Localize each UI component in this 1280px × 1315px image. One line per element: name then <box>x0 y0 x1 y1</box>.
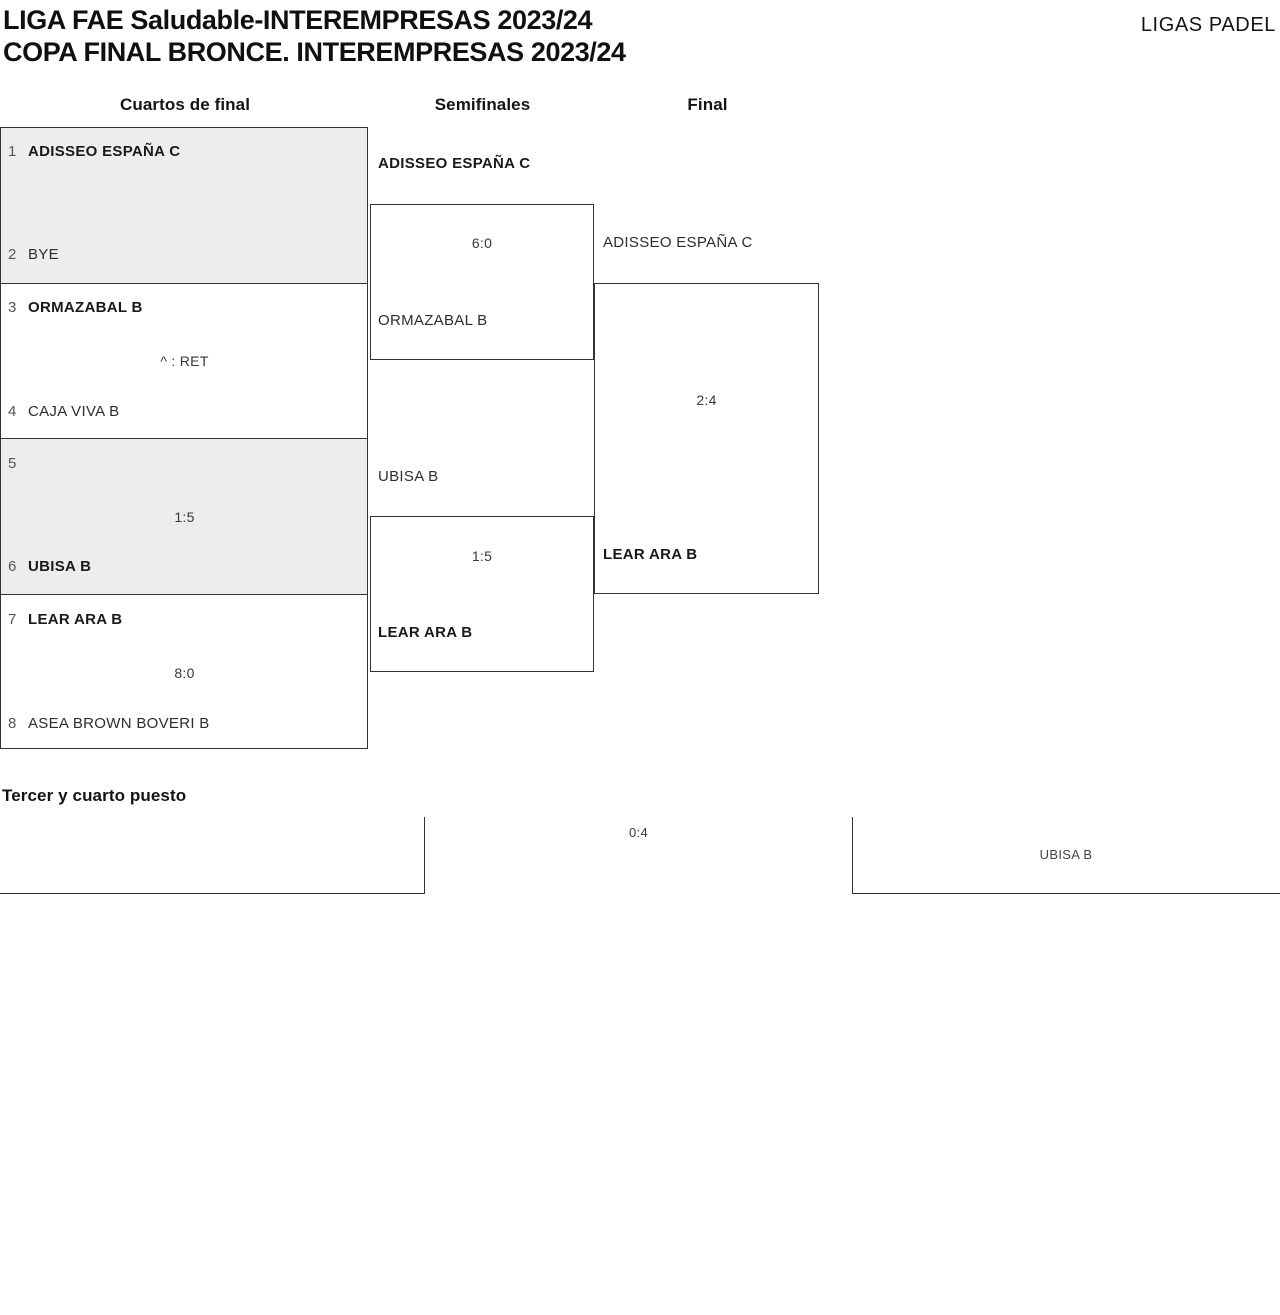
round-header-quarterfinals: Cuartos de final <box>119 95 251 114</box>
third-place-slot1-box <box>0 817 425 894</box>
qf-divider-3 <box>1 594 367 595</box>
qf1-team-row: 2 BYE <box>8 247 59 263</box>
page-title-line2: COPA FINAL BRONCE. INTEREMPRESAS 2023/24 <box>3 37 626 67</box>
qf1-slot1-name: ADISSEO ESPAÑA C <box>28 143 181 160</box>
qf2-slot2-name: CAJA VIVA B <box>28 403 120 420</box>
qf3-slot1-seed: 5 <box>8 455 17 472</box>
qf1-team-row: 1 ADISSEO ESPAÑA C <box>8 144 180 160</box>
qf1-slot1-seed: 1 <box>8 143 17 160</box>
third-place-score: 0:4 <box>629 825 648 840</box>
qf1-slot2-name: BYE <box>28 246 59 263</box>
final-team2-name: LEAR ARA B <box>603 546 698 563</box>
sf2-team1-name: UBISA B <box>378 468 439 485</box>
qf-divider-2 <box>1 438 367 439</box>
qf4-slot2-seed: 8 <box>8 715 17 732</box>
sf2-team2-name: LEAR ARA B <box>378 624 473 641</box>
sf1-team1-name: ADISSEO ESPAÑA C <box>378 155 531 172</box>
final-team1-name: ADISSEO ESPAÑA C <box>603 234 753 251</box>
final-match-score: 2:4 <box>696 392 717 408</box>
qf3-team-row: 5 <box>8 456 28 472</box>
sf2-match-score: 1:5 <box>471 548 493 564</box>
sf2-match-box <box>370 516 594 672</box>
qf3-slot2-name: UBISA B <box>28 558 92 575</box>
qf3-match-score: 1:5 <box>174 509 195 525</box>
qf-match1-shaded-cell <box>1 128 367 283</box>
qf2-slot2-seed: 4 <box>8 403 17 420</box>
qf3-slot2-seed: 6 <box>8 558 17 575</box>
qf2-slot1-seed: 3 <box>8 299 17 316</box>
quarterfinals-column-box <box>0 127 368 749</box>
sf1-match-box <box>370 204 594 360</box>
qf2-team-row: 3 ORMAZABAL B <box>8 300 143 316</box>
qf4-slot1-name: LEAR ARA B <box>28 611 123 628</box>
qf4-slot2-name: ASEA BROWN BOVERI B <box>28 715 210 732</box>
qf4-team-row: 8 ASEA BROWN BOVERI B <box>8 716 210 732</box>
qf1-slot2-seed: 2 <box>8 246 17 263</box>
brand-logo-text: LIGAS PADEL <box>1140 14 1276 36</box>
third-place-slot2-box <box>852 817 1280 894</box>
qf2-match-score: ^ : RET <box>160 353 209 369</box>
sf1-team2-name: ORMAZABAL B <box>378 312 488 329</box>
qf-divider-1 <box>1 283 367 284</box>
sf1-match-score: 6:0 <box>471 235 493 251</box>
qf2-slot1-name: ORMAZABAL B <box>28 299 143 316</box>
final-match-box <box>594 283 819 594</box>
qf4-match-score: 8:0 <box>174 665 195 681</box>
qf3-team-row: 6 UBISA B <box>8 559 91 575</box>
qf4-slot1-seed: 7 <box>8 611 17 628</box>
qf4-team-row: 7 LEAR ARA B <box>8 612 122 628</box>
third-place-heading: Tercer y cuarto puesto <box>2 786 187 805</box>
page-title-line1: LIGA FAE Saludable-INTEREMPRESAS 2023/24 <box>3 5 593 35</box>
round-header-semifinals: Semifinales <box>434 95 531 114</box>
third-place-team2-name: UBISA B <box>1039 847 1093 862</box>
qf2-team-row: 4 CAJA VIVA B <box>8 404 119 420</box>
round-header-final: Final <box>687 95 728 114</box>
qf-match3-shaded-cell <box>1 439 367 594</box>
